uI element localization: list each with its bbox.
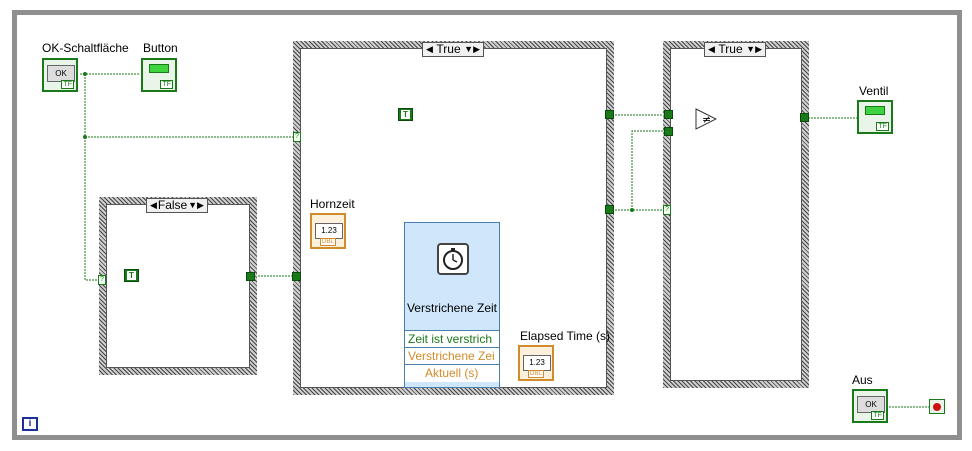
elapsed-time-indicator[interactable]: 1.23 DBL <box>518 345 554 381</box>
true-constant-left[interactable]: T <box>124 269 139 282</box>
output-elapsed-time[interactable]: Verstrichene Zei <box>405 347 499 365</box>
info-icon[interactable]: i <box>22 417 38 431</box>
stop-label: Aus <box>852 373 873 387</box>
tf-tag: TF <box>61 80 74 89</box>
next-case-icon[interactable]: ▼▶ <box>746 44 762 54</box>
stopwatch-icon <box>437 243 469 275</box>
ok-control-label: OK-Schaltfläche <box>42 41 129 55</box>
not-equal-icon[interactable]: ≠ <box>695 108 717 130</box>
not-equal-symbol: ≠ <box>702 113 711 126</box>
stop-button-face: OK <box>857 396 885 413</box>
next-case-icon[interactable]: ▼▶ <box>188 200 204 210</box>
case-structure-left[interactable] <box>99 197 257 375</box>
tf-tag: TF <box>876 122 889 131</box>
elapsed-time-label: Elapsed Time (s) <box>520 329 611 343</box>
dbl-tag: DBL <box>320 238 336 246</box>
true-constant-middle[interactable]: T <box>398 108 413 121</box>
numeric-display: 1.23 <box>315 223 343 239</box>
wire-junctions <box>83 72 634 212</box>
led-icon <box>865 106 885 115</box>
input-tunnel-right-top[interactable] <box>664 110 673 119</box>
output-tunnel-middle-top[interactable] <box>605 110 614 119</box>
wire-branch-up <box>631 130 668 210</box>
ok-button-face: OK <box>47 65 75 82</box>
output-current-seconds[interactable]: Aktuell (s) <box>405 364 499 382</box>
dbl-tag: DBL <box>528 370 544 378</box>
case-selector-middle-value: True <box>436 42 461 56</box>
numeric-display: 1.23 <box>523 355 551 371</box>
case-selector-right-value: True <box>718 42 743 56</box>
prev-case-icon[interactable]: ◀ <box>150 200 157 210</box>
prev-case-icon[interactable]: ◀ <box>426 44 433 54</box>
output-tunnel-left[interactable] <box>246 272 255 281</box>
elapsed-time-express-vi[interactable]: Verstrichene Zeit Zeit ist verstrich Ver… <box>404 222 500 388</box>
stop-button-control[interactable]: OK TF <box>852 389 888 423</box>
wire-ok-branch <box>84 74 100 281</box>
case-structure-right[interactable] <box>663 41 809 388</box>
express-vi-title: Verstrichene Zeit <box>406 301 498 315</box>
horn-time-label: Hornzeit <box>310 197 355 211</box>
next-case-icon[interactable]: ▼▶ <box>464 44 480 54</box>
led-icon <box>149 64 169 73</box>
stop-icon <box>933 403 941 411</box>
case-selector-right[interactable]: ◀ True ▼▶ <box>704 42 766 57</box>
output-tunnel-right[interactable] <box>800 113 809 122</box>
output-tunnel-middle-bottom[interactable] <box>605 205 614 214</box>
tf-tag: TF <box>871 411 884 420</box>
case-selector-middle[interactable]: ◀ True ▼▶ <box>422 42 484 57</box>
output-elapsed-flag[interactable]: Zeit ist verstrich <box>405 330 499 348</box>
valve-indicator[interactable]: TF <box>857 100 893 134</box>
case-selector-left[interactable]: ◀ False ▼▶ <box>146 198 208 213</box>
case-selector-left-value: False <box>157 198 188 212</box>
loop-condition-terminal[interactable] <box>929 399 945 414</box>
tf-tag: TF <box>160 80 173 89</box>
input-tunnel-right-mid[interactable] <box>664 127 673 136</box>
ok-button-control[interactable]: OK TF <box>42 58 78 92</box>
valve-label: Ventil <box>859 84 889 98</box>
selector-terminal-left[interactable]: ? <box>98 275 106 285</box>
selector-terminal-middle[interactable]: ? <box>293 132 301 142</box>
button-label: Button <box>143 41 178 55</box>
input-tunnel-middle[interactable] <box>292 272 301 281</box>
selector-terminal-right[interactable]: ? <box>663 205 671 215</box>
prev-case-icon[interactable]: ◀ <box>708 44 715 54</box>
horn-time-control[interactable]: 1.23 DBL <box>310 213 346 249</box>
button-indicator[interactable]: TF <box>141 58 177 92</box>
